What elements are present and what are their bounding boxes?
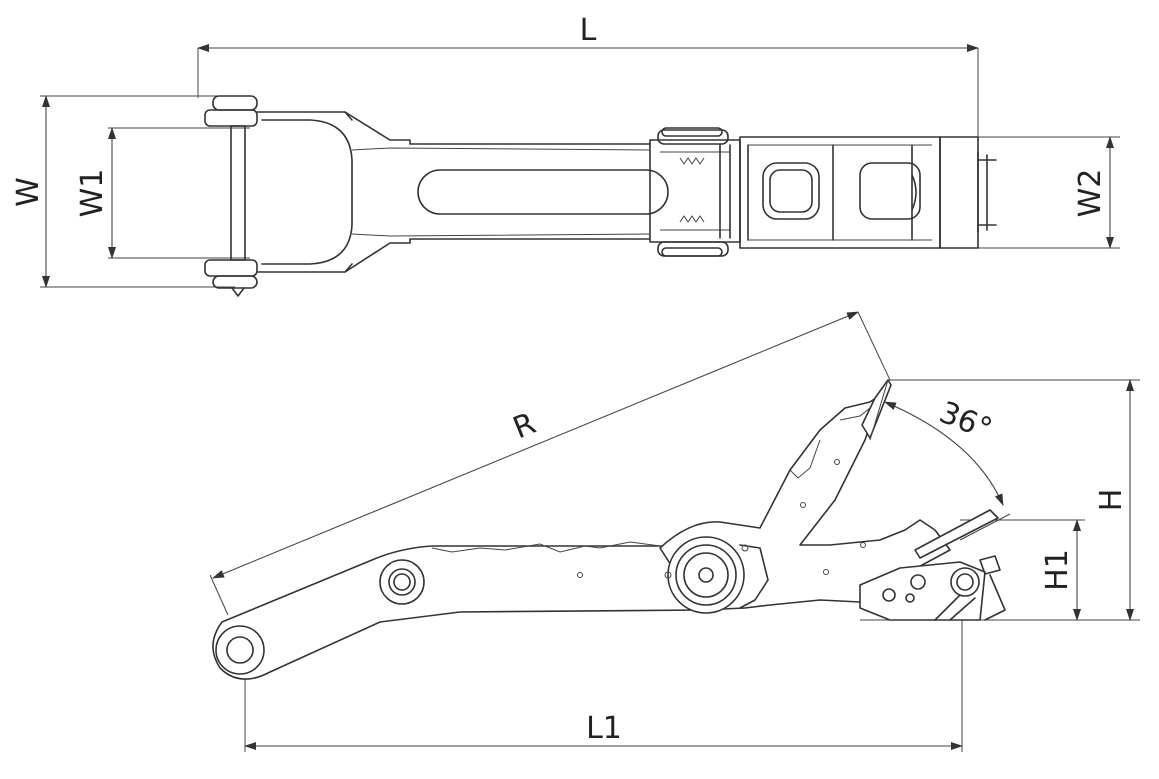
dimension-W: W (11, 95, 50, 288)
top-view (40, 48, 1120, 297)
label-angle: 36° (934, 395, 996, 447)
dimension-H: H (1094, 379, 1134, 621)
side-view (209, 311, 1140, 752)
dimension-H1: H1 (1040, 519, 1081, 621)
label-H1: H1 (1040, 549, 1075, 591)
dimension-L: L (197, 13, 979, 52)
dimension-L1: L1 (244, 711, 963, 750)
dimension-W2: W2 (1073, 136, 1114, 249)
label-H: H (1094, 489, 1129, 512)
label-L: L (580, 13, 597, 48)
label-R: R (508, 406, 540, 446)
dimension-W1: W1 (75, 127, 116, 259)
label-W2: W2 (1073, 169, 1108, 218)
label-W1: W1 (75, 169, 110, 218)
label-W: W (11, 177, 46, 207)
label-L1: L1 (586, 711, 622, 746)
